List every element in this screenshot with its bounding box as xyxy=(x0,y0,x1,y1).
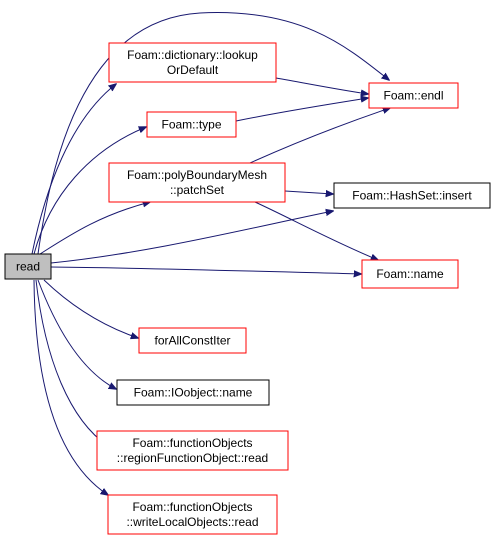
edge-read-to-ioname xyxy=(37,279,116,389)
node-lookup-label-line2: OrDefault xyxy=(167,63,219,77)
node-rfo-read-label-line2: ::regionFunctionObject::read xyxy=(117,451,268,465)
node-patchset-label-line2: ::patchSet xyxy=(170,183,225,197)
node-forallconstiter[interactable]: forAllConstIter xyxy=(138,327,247,354)
edge-read-to-forall xyxy=(43,279,138,338)
node-polyboundarymesh-patchset[interactable]: Foam::polyBoundaryMesh ::patchSet xyxy=(108,162,286,203)
node-ioobject-name[interactable]: Foam::IOobject::name xyxy=(116,379,270,406)
node-regionfunctionobject-read[interactable]: Foam::functionObjects ::regionFunctionOb… xyxy=(96,430,289,471)
node-patchset-label-line1: Foam::polyBoundaryMesh xyxy=(127,168,267,182)
edge-read-to-insert xyxy=(50,211,333,264)
node-foam-name[interactable]: Foam::name xyxy=(361,259,459,289)
node-name-label: Foam::name xyxy=(376,267,444,281)
edge-read-to-rfo-read xyxy=(35,279,108,446)
node-foam-endl[interactable]: Foam::endl xyxy=(368,82,459,109)
node-lookup-label-line1: Foam::dictionary::lookup xyxy=(127,48,258,62)
node-writelocalobjects-read[interactable]: Foam::functionObjects ::writeLocalObject… xyxy=(107,494,278,535)
edge-read-to-wlo-read xyxy=(33,279,108,495)
edge-lookup-to-endl xyxy=(275,77,368,94)
node-endl-label: Foam::endl xyxy=(383,89,443,103)
edge-read-to-lookup xyxy=(31,84,116,255)
node-read-label: read xyxy=(16,260,40,274)
edge-type-to-endl xyxy=(235,98,368,122)
node-wlo-read-label-line2: ::writeLocalObjects::read xyxy=(126,515,258,529)
node-insert-label: Foam::HashSet::insert xyxy=(352,189,472,203)
node-rfo-read-label-line1: Foam::functionObjects xyxy=(132,436,252,450)
node-foam-type[interactable]: Foam::type xyxy=(146,111,237,138)
edge-patchset-to-endl xyxy=(249,108,390,164)
node-read[interactable]: read xyxy=(4,253,52,280)
edge-read-to-type xyxy=(33,127,146,255)
node-forall-label: forAllConstIter xyxy=(154,334,230,348)
node-dictionary-lookup-or-default[interactable]: Foam::dictionary::lookup OrDefault xyxy=(108,42,277,83)
edge-read-to-endl xyxy=(37,12,389,255)
edge-patchset-to-insert xyxy=(284,191,333,194)
edge-read-to-name xyxy=(50,266,361,274)
edge-patchset-to-name xyxy=(254,201,378,260)
edges xyxy=(31,12,390,495)
node-wlo-read-label-line1: Foam::functionObjects xyxy=(132,500,252,514)
node-ioname-label: Foam::IOobject::name xyxy=(134,386,253,400)
node-type-label: Foam::type xyxy=(161,118,221,132)
node-hashset-insert[interactable]: Foam::HashSet::insert xyxy=(333,182,491,209)
edge-read-to-patchset xyxy=(39,202,150,255)
